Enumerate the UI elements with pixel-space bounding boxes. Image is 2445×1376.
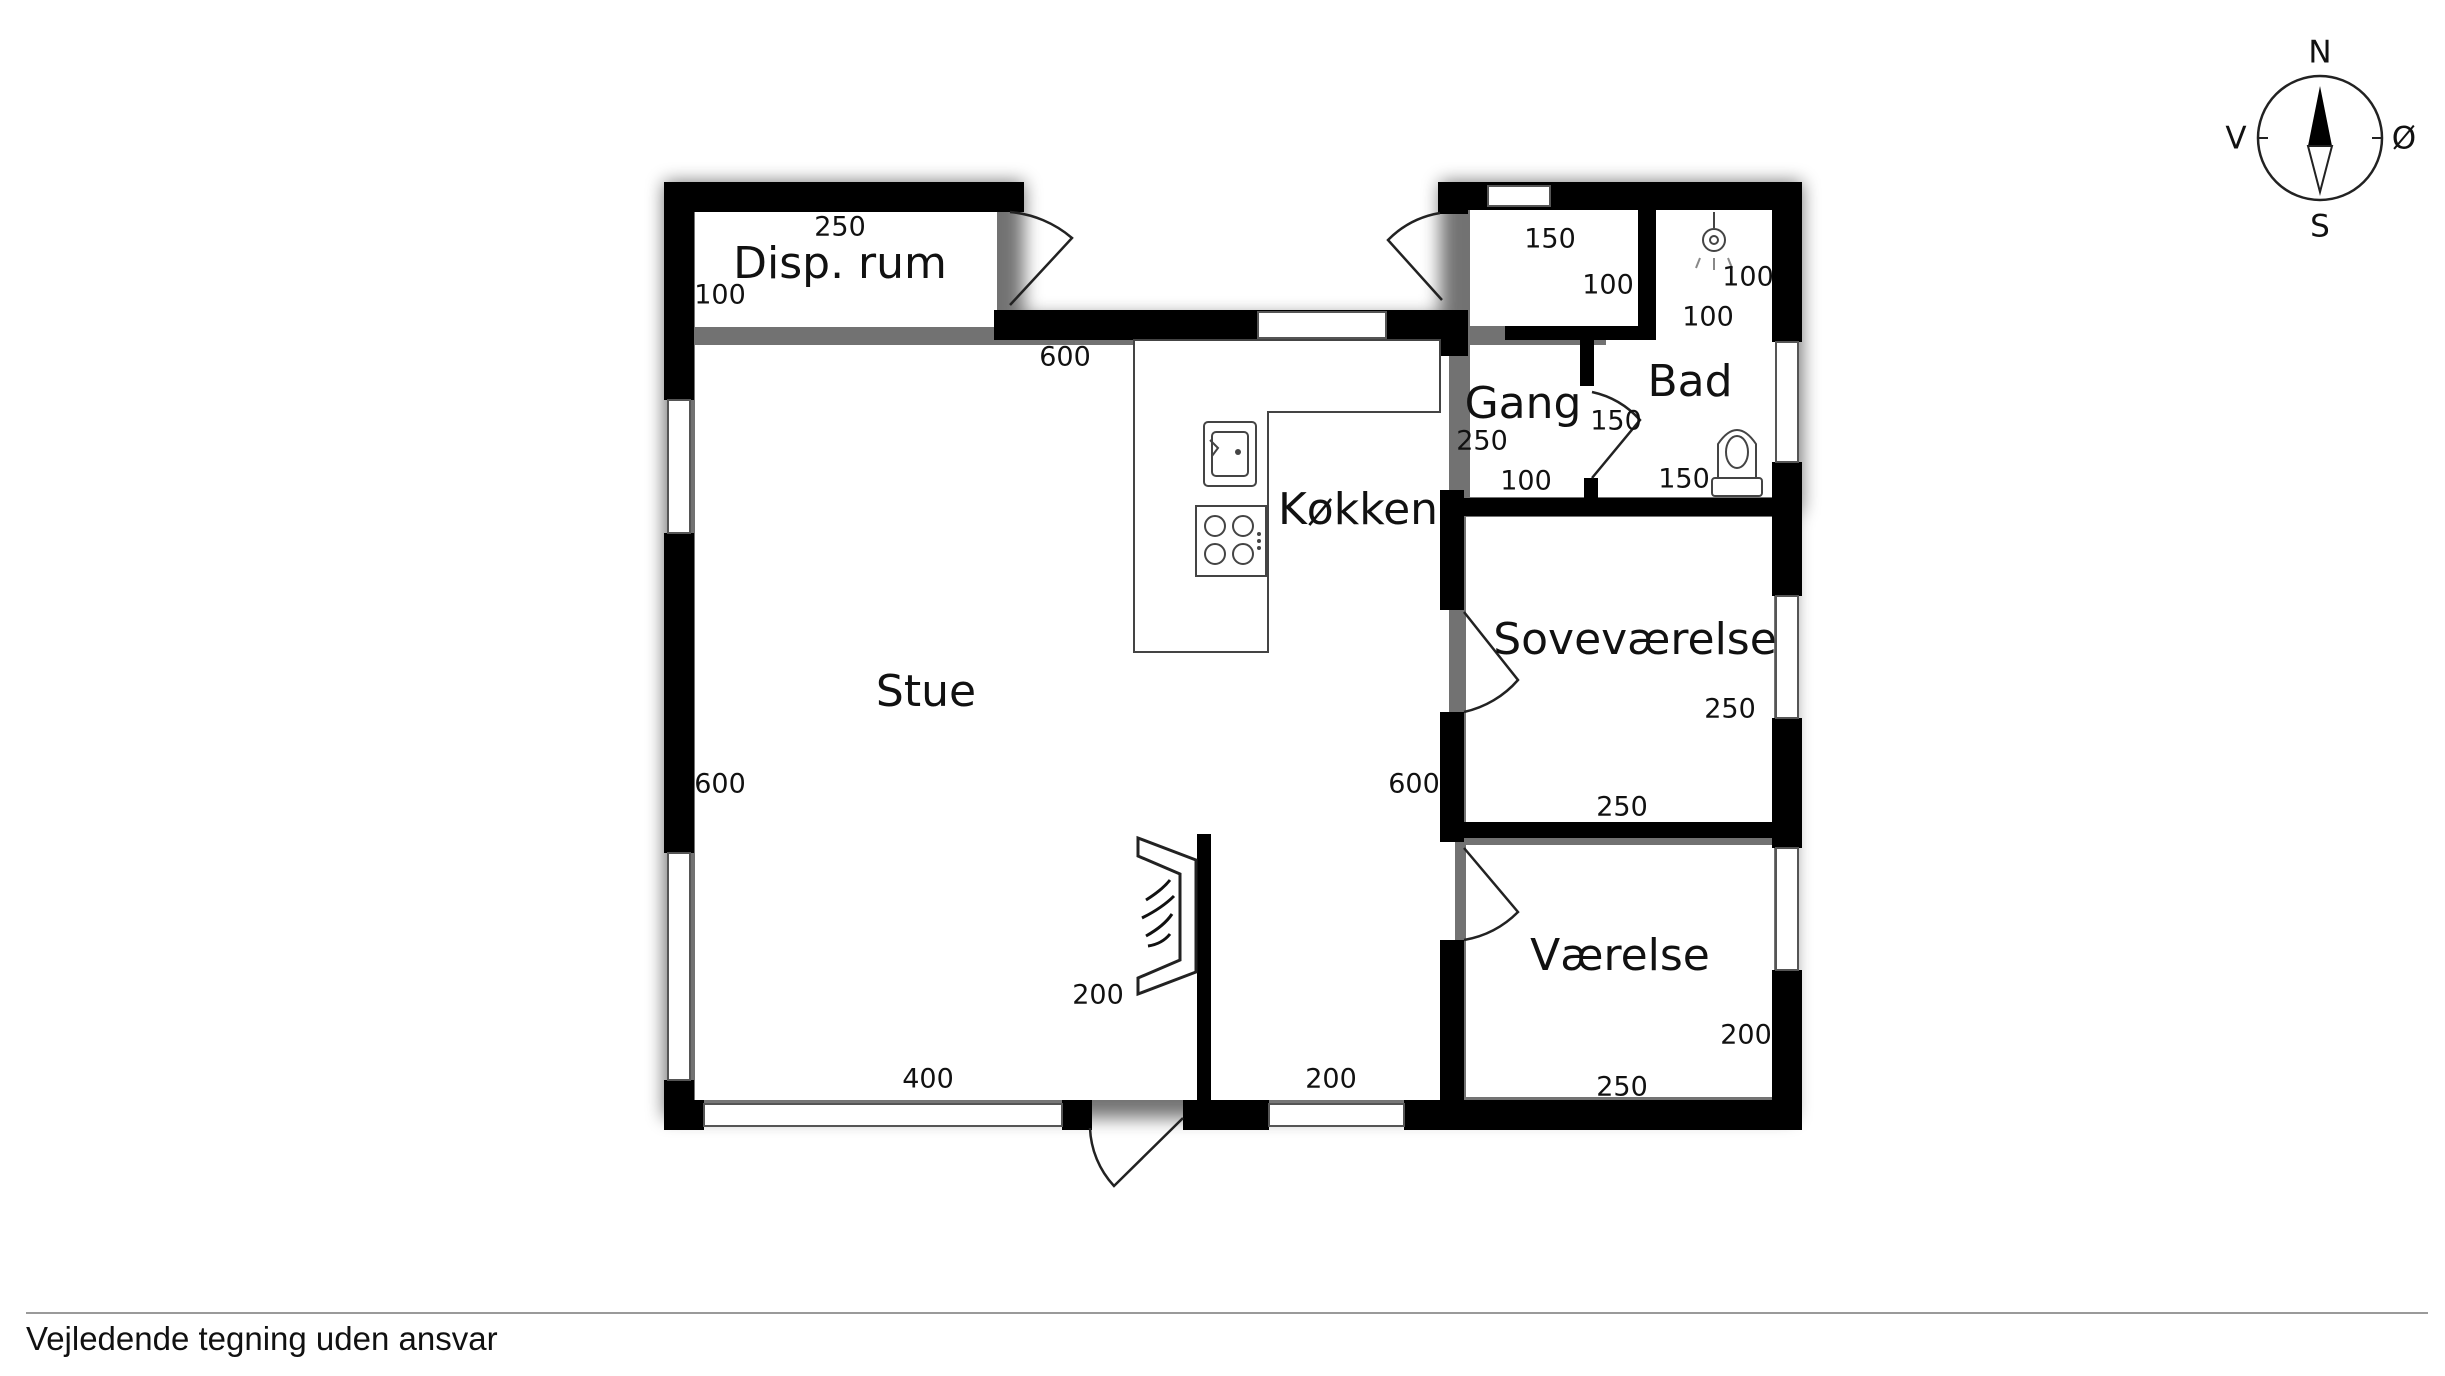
dim-vaerelse-width: 250: [1596, 1072, 1648, 1103]
door-entrance: [1088, 1117, 1184, 1188]
room-label-vaerelse: Værelse: [1530, 930, 1710, 981]
dim-gang-bottom: 100: [1500, 466, 1552, 497]
shower-icon: [1695, 212, 1733, 270]
window-stue-top: [1257, 311, 1387, 339]
dimension-labels: 250 100 150 100 100 100 600 250 150 100 …: [694, 212, 1774, 1103]
compass-east-label: Ø: [2392, 121, 2416, 157]
window-hall-top: [1487, 185, 1551, 207]
room-label-disp-rum: Disp. rum: [733, 238, 947, 289]
door-sovevaerelse: [1463, 611, 1520, 714]
window-vaerelse: [1775, 847, 1799, 971]
window-entrance-bottom: [1268, 1103, 1405, 1127]
room-label-gang: Gang: [1465, 378, 1582, 429]
dim-bad-width: 150: [1658, 464, 1710, 495]
fireplace-icon: [1136, 835, 1198, 997]
dim-entrance-depth: 200: [1072, 980, 1124, 1011]
room-labels: Disp. rum Gang Bad Køkken Stue Soveværel…: [733, 238, 1777, 981]
dim-vaerelse-depth: 200: [1720, 1020, 1772, 1051]
room-floors: [695, 209, 1776, 1100]
compass-rose: N S Ø V: [2225, 35, 2416, 245]
dim-stue-left: 600: [694, 769, 746, 800]
window-stue-bottom: [703, 1103, 1063, 1127]
windows: [667, 185, 1799, 1127]
window-stue-left-2: [667, 852, 691, 1081]
door-disp-rum: [1009, 210, 1074, 306]
room-label-koekken: Køkken: [1278, 484, 1438, 535]
window-stue-left-1: [667, 399, 691, 534]
stove-icon: [1195, 505, 1267, 577]
compass-needle-north: [2308, 86, 2332, 146]
dim-kitchen-right: 600: [1388, 769, 1440, 800]
dim-stue-top: 600: [1039, 342, 1091, 373]
compass-north-label: N: [2308, 35, 2331, 71]
walls: [664, 182, 1802, 1130]
dim-hall-width: 150: [1524, 224, 1576, 255]
room-label-stue: Stue: [876, 666, 976, 717]
room-label-bad: Bad: [1647, 356, 1732, 407]
footer-divider: [26, 1312, 2428, 1314]
dim-disp-depth: 100: [694, 280, 746, 311]
compass-west-label: V: [2225, 121, 2246, 157]
dim-gang-width: 250: [1456, 426, 1508, 457]
sink-icon: [1203, 421, 1257, 487]
door-vaerelse: [1463, 847, 1520, 942]
compass-needle-south: [2306, 145, 2334, 196]
dim-hall-depth: 100: [1582, 270, 1634, 301]
room-label-sovevaerelse: Soveværelse: [1493, 614, 1777, 665]
dim-bad-depth-a: 100: [1722, 262, 1774, 293]
dim-gang-depth: 150: [1590, 406, 1642, 437]
dim-disp-width: 250: [814, 212, 866, 243]
disclaimer-text: Vejledende tegning uden ansvar: [26, 1320, 498, 1357]
window-bad: [1775, 341, 1799, 463]
dim-soveroom-depth: 250: [1704, 694, 1756, 725]
door-hall: [1386, 211, 1443, 301]
door-bad: [1591, 390, 1642, 479]
toilet-icon: [1711, 429, 1763, 497]
dim-bad-depth-b: 100: [1682, 302, 1734, 333]
window-sovevaerelse: [1775, 595, 1799, 719]
compass-south-label: S: [2310, 209, 2330, 245]
doors: [1009, 210, 1642, 1188]
dim-stue-bottom: 400: [902, 1064, 954, 1095]
dim-soveroom-width: 250: [1596, 792, 1648, 823]
dim-entrance-width: 200: [1305, 1064, 1357, 1095]
